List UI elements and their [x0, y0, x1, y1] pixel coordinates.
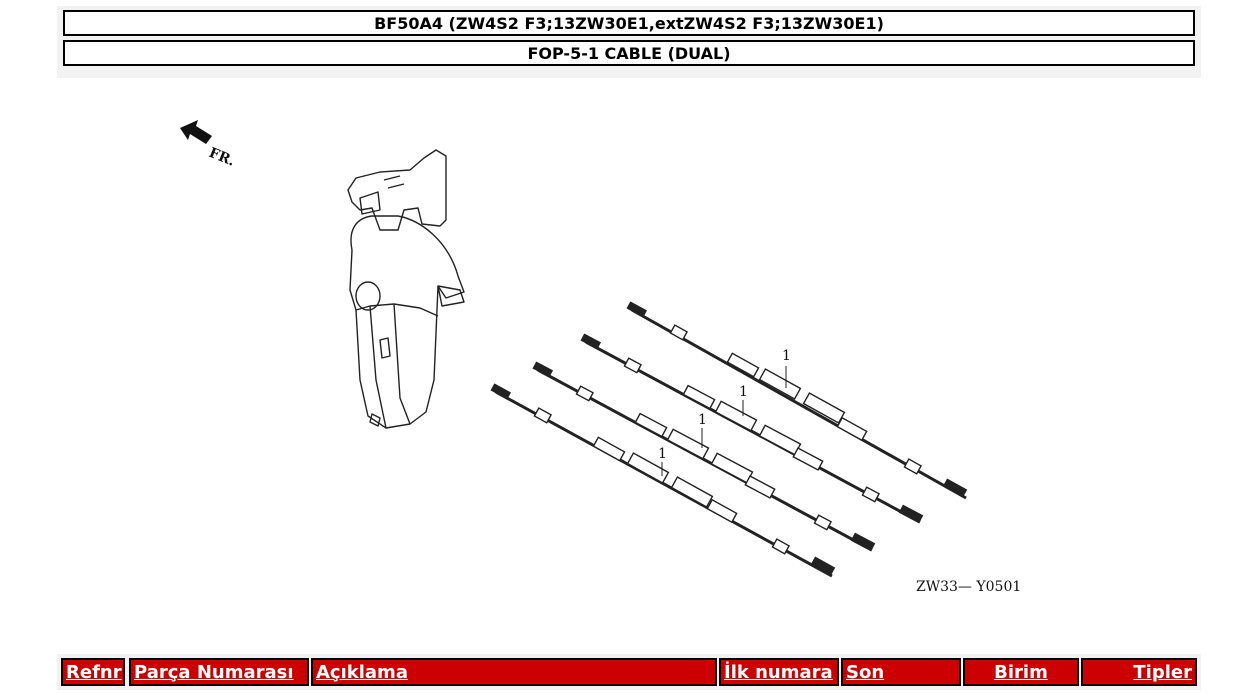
callout-1b: 1	[739, 384, 748, 400]
cable-1	[626, 301, 968, 500]
remote-control-box	[347, 149, 465, 429]
col-last[interactable]: Son	[841, 658, 961, 686]
callout-1a: 1	[782, 348, 791, 364]
sort-types-link[interactable]: Tipler	[1133, 661, 1192, 683]
section-title: FOP-5-1 CABLE (DUAL)	[63, 40, 1195, 66]
col-refnr[interactable]: Refnr	[61, 658, 125, 686]
col-description[interactable]: Açıklama	[311, 658, 717, 686]
cable-3	[532, 361, 876, 552]
figure-code: ZW33— Y0501	[916, 579, 1021, 595]
model-title: BF50A4 (ZW4S2 F3;13ZW30E1,extZW4S2 F3;13…	[63, 10, 1195, 36]
col-part-number[interactable]: Parça Numarası	[129, 658, 309, 686]
direction-label: FR.	[207, 145, 238, 170]
col-first-number[interactable]: İlk numara	[719, 658, 839, 686]
sort-part-number-link[interactable]: Parça Numarası	[134, 661, 294, 683]
parts-table-header: Refnr Parça Numarası Açıklama İlk numara…	[57, 654, 1201, 690]
callout-leaders	[661, 366, 787, 476]
sort-refnr-link[interactable]: Refnr	[66, 661, 122, 683]
cable-2	[580, 333, 924, 524]
front-direction-arrow-icon	[180, 120, 212, 144]
col-types[interactable]: Tipler	[1081, 658, 1197, 686]
title-panel: BF50A4 (ZW4S2 F3;13ZW30E1,extZW4S2 F3;13…	[57, 6, 1201, 78]
sort-last-link[interactable]: Son	[846, 661, 885, 683]
sort-first-number-link[interactable]: İlk numara	[724, 661, 833, 683]
callout-1d: 1	[658, 446, 667, 462]
col-unit[interactable]: Birim	[963, 658, 1079, 686]
parts-diagram: FR.	[180, 120, 1021, 595]
callout-1c: 1	[698, 412, 707, 428]
cable-4	[490, 383, 836, 578]
sort-unit-link[interactable]: Birim	[994, 661, 1048, 683]
sort-description-link[interactable]: Açıklama	[316, 661, 408, 683]
